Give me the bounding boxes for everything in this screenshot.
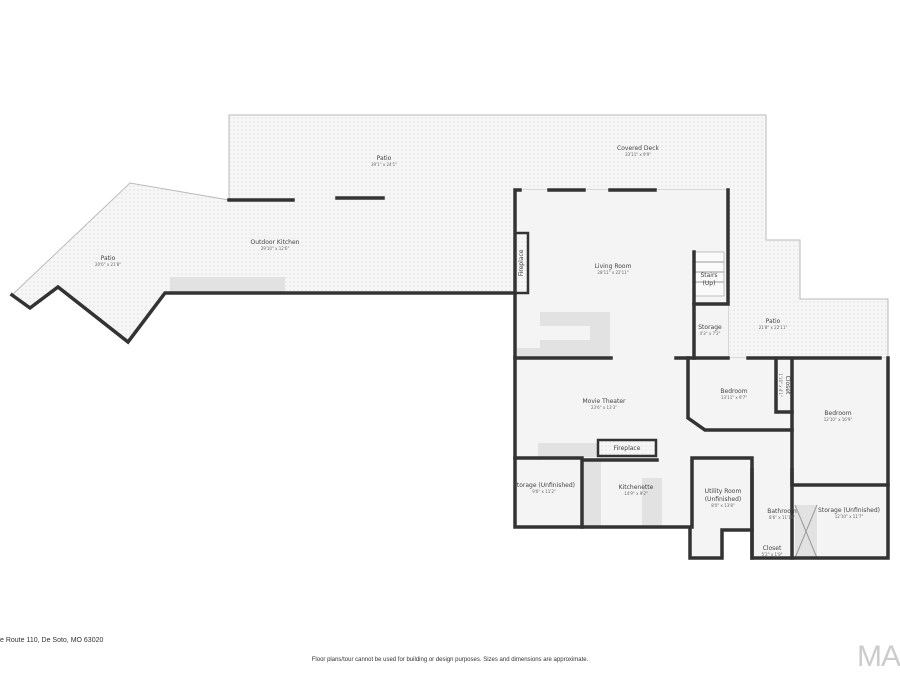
room-dims: 21'8" x 22'11" bbox=[759, 325, 788, 330]
room-dims: 14'9" x 9'2" bbox=[624, 491, 648, 496]
disclaimer: Floor plans/tour cannot be used for buil… bbox=[311, 657, 589, 663]
stairs bbox=[693, 251, 725, 297]
room-name: Patio bbox=[101, 255, 116, 262]
room-name: Storage bbox=[698, 324, 722, 331]
room-name: Bedroom bbox=[720, 388, 747, 395]
theater-seating bbox=[538, 443, 598, 457]
room-dims: 5'2" x 1'9" bbox=[762, 552, 783, 557]
room-name: Living Room bbox=[595, 263, 632, 270]
room-name: Kitchenette bbox=[619, 484, 654, 491]
brand-logo: MA bbox=[857, 640, 900, 673]
room-name: Outdoor Kitchen bbox=[251, 239, 300, 246]
room-dims: 13'11" x 9'7" bbox=[721, 395, 747, 400]
room-dims: 12'10" x 11'7" bbox=[835, 514, 864, 519]
room-dims: 33'11" x 9'9" bbox=[625, 152, 651, 157]
room-dims: 9'6" x 11'2" bbox=[532, 489, 556, 494]
room-dims: 1'10" x 4'1" bbox=[778, 373, 783, 397]
outdoor-counter bbox=[170, 277, 285, 293]
room-dims: 23'6" x 13'3" bbox=[591, 405, 617, 410]
room-name: Closet bbox=[784, 376, 791, 395]
room-dims: 4'3" x 7'2" bbox=[700, 331, 721, 336]
room-dims: 29'10" x 12'6" bbox=[261, 246, 290, 251]
kitchen-island bbox=[642, 478, 662, 525]
room-name: Utility Room bbox=[705, 488, 742, 495]
room-name: (Unfinished) bbox=[705, 496, 742, 503]
room-name: Fireplace bbox=[614, 445, 641, 452]
walls bbox=[9, 188, 890, 560]
room-name: Storage (Unfinished) bbox=[513, 482, 575, 489]
room-dims: 12'10" x 16'9" bbox=[824, 417, 853, 422]
room-dims: 39'1" x 24'1" bbox=[371, 162, 397, 167]
room-name: Movie Theater bbox=[582, 398, 626, 405]
room-note: (Up) bbox=[703, 280, 716, 287]
room-dims: 8'0" x 13'8" bbox=[711, 503, 735, 508]
room-name: Bedroom bbox=[824, 410, 851, 417]
room-name: Bathroom bbox=[767, 508, 797, 515]
room-name: Stairs bbox=[700, 272, 717, 279]
room-name: Storage (Unfinished) bbox=[818, 507, 880, 514]
room-name: Fireplace bbox=[518, 249, 525, 276]
interior-floor bbox=[515, 190, 888, 558]
room-dims: 20'6" x 21'8" bbox=[95, 262, 121, 267]
room-dims: 28'11" x 22'11" bbox=[597, 270, 628, 275]
room-dims: 8'6" x 11'10" bbox=[769, 515, 795, 520]
room-name: Patio bbox=[377, 155, 392, 162]
room-name: Patio bbox=[766, 318, 781, 325]
room-name: Closet bbox=[763, 545, 782, 552]
property-address: e Route 110, De Soto, MO 63020 bbox=[0, 637, 104, 644]
fireplace-theater bbox=[596, 438, 658, 458]
sectional-sofa bbox=[517, 312, 610, 358]
kitchen-counter bbox=[583, 460, 601, 527]
room-name: Covered Deck bbox=[617, 145, 659, 152]
